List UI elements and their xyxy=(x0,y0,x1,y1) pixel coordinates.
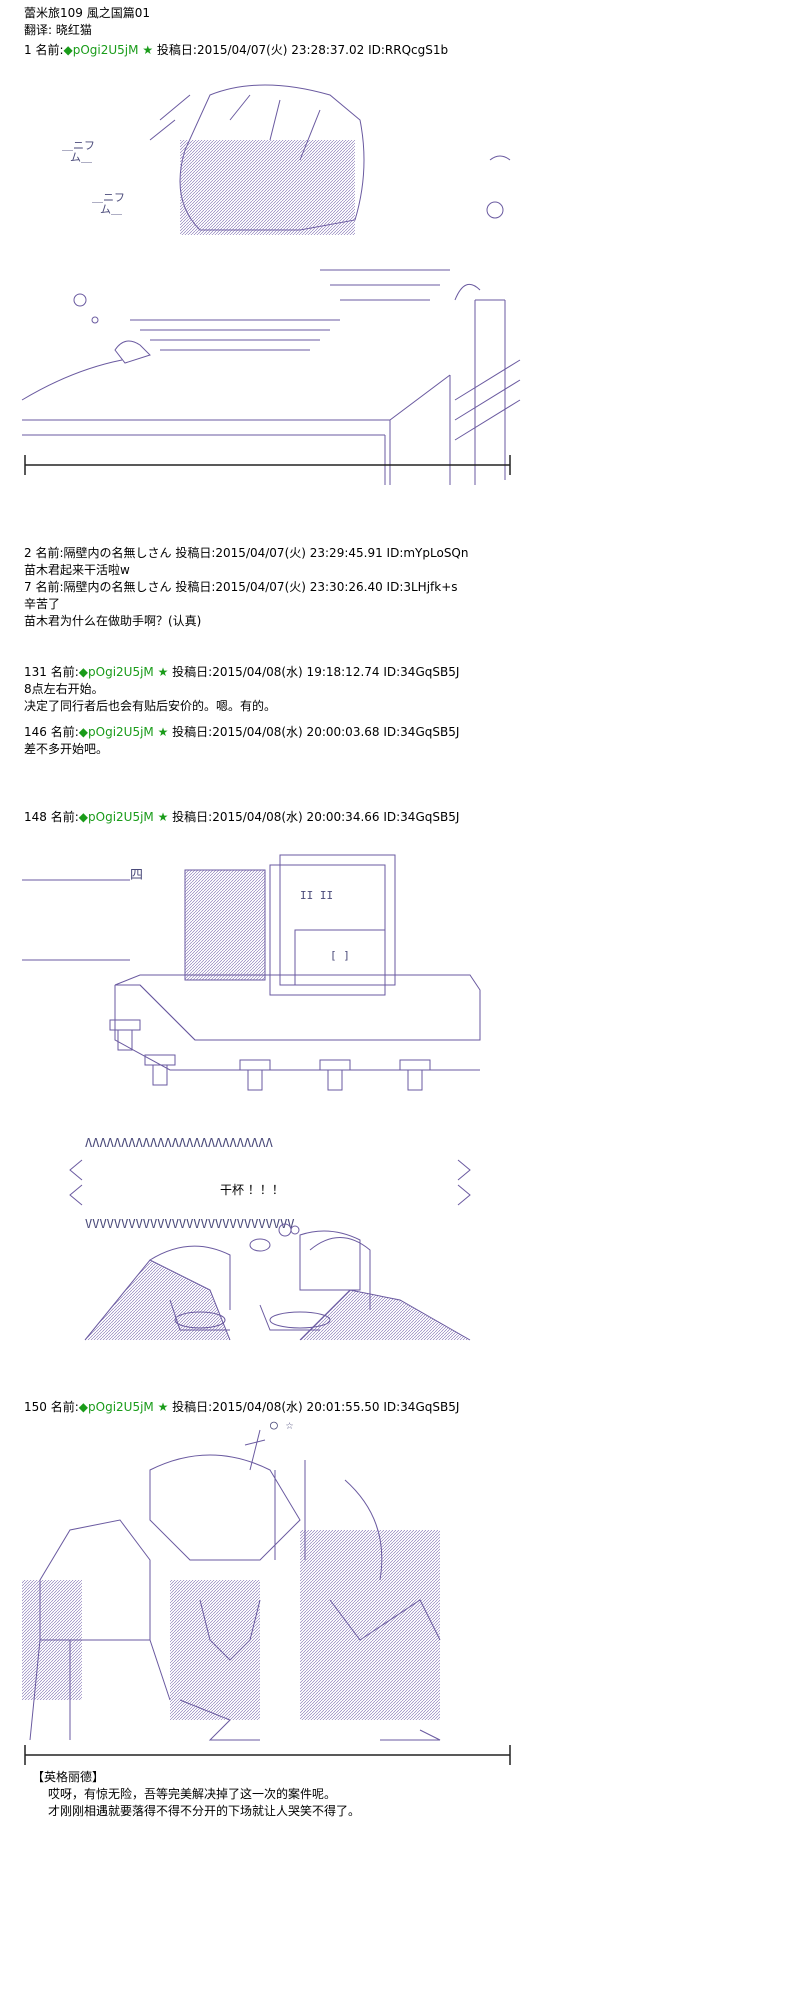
post-header: 7 名前:隔壁内の名無しさん 投稿日:2015/04/07(火) 23:30:2… xyxy=(24,580,458,595)
star-icon: ○ ☆ xyxy=(270,1418,294,1433)
ascii-text-fragment: ＿ニフ xyxy=(92,191,125,204)
poster-name[interactable]: ◆pOgi2U5jM ★ xyxy=(78,665,169,679)
poster-name[interactable]: ◆pOgi2U5jM ★ xyxy=(78,1400,169,1414)
post-number: 2 xyxy=(24,546,32,560)
translator-credit: 翻译: 晓红猫 xyxy=(24,23,92,37)
post-body-line: 苗木君为什么在做助手啊？(认真) xyxy=(24,614,202,628)
post-number: 150 xyxy=(24,1400,47,1414)
post-label: 名前: xyxy=(50,725,79,739)
post-meta: 投稿日:2015/04/07(火) 23:30:26.40 ID:3LHjfk+… xyxy=(175,580,458,594)
poster-name[interactable]: 隔壁内の名無しさん xyxy=(63,580,172,594)
page-title: 蕾米旅109 風之国篇01 xyxy=(24,6,150,20)
ascii-text-fragment: 四 xyxy=(130,868,144,883)
post-number: 131 xyxy=(24,665,47,679)
post-number: 1 xyxy=(24,43,32,57)
post-body-line: 8点左右开始。 xyxy=(24,682,104,696)
post-label: 名前: xyxy=(50,810,79,824)
post-header: 148 名前:◆pOgi2U5jM ★ 投稿日:2015/04/08(水) 20… xyxy=(24,810,459,825)
ascii-text-fragment: [ ] xyxy=(330,949,350,962)
post-label: 名前: xyxy=(50,665,79,679)
post-body-line: 决定了同行者后也会有贴后安价的。嗯。有的。 xyxy=(24,699,277,713)
caption-line: 哎呀，有惊无险，吾等完美解决掉了这一次的案件呢。 xyxy=(48,1787,337,1801)
post-number: 7 xyxy=(24,580,32,594)
post-header: 131 名前:◆pOgi2U5jM ★ 投稿日:2015/04/08(水) 19… xyxy=(24,665,459,680)
post-number: 148 xyxy=(24,810,47,824)
post-header: 150 名前:◆pOgi2U5jM ★ 投稿日:2015/04/08(水) 20… xyxy=(24,1400,459,1415)
post-meta: 投稿日:2015/04/08(水) 20:00:34.66 ID:34GqSB5… xyxy=(172,810,460,824)
poster-name[interactable]: ◆pOgi2U5jM ★ xyxy=(78,810,169,824)
post-body-line: 苗木君起来干活啦w xyxy=(24,563,130,577)
post-meta: 投稿日:2015/04/08(水) 19:18:12.74 ID:34GqSB5… xyxy=(172,665,460,679)
poster-name[interactable]: ◆pOgi2U5jM ★ xyxy=(78,725,169,739)
post-header: 2 名前:隔壁内の名無しさん 投稿日:2015/04/07(火) 23:29:4… xyxy=(24,546,468,561)
post-meta: 投稿日:2015/04/08(水) 20:00:03.68 ID:34GqSB5… xyxy=(172,725,460,739)
toast-text: 干杯 ！！！ xyxy=(220,1183,284,1197)
caption-speaker: 【英格丽德】 xyxy=(32,1770,105,1784)
post-header: 146 名前:◆pOgi2U5jM ★ 投稿日:2015/04/08(水) 20… xyxy=(24,725,459,740)
poster-name[interactable]: ◆pOgi2U5jM ★ xyxy=(63,43,154,57)
post-meta: 投稿日:2015/04/07(火) 23:29:45.91 ID:mYpLoSQ… xyxy=(175,546,469,560)
ascii-text-fragment: ＿ニフ xyxy=(62,139,95,152)
post-body-line: 辛苦了 xyxy=(24,597,61,611)
post-label: 名前: xyxy=(50,1400,79,1414)
post-header: 1 名前:◆pOgi2U5jM ★ 投稿日:2015/04/07(火) 23:2… xyxy=(24,43,448,58)
toast-border-bottom: VVVVVVVVVVVVVVVVVVVVVVVVVVVVV xyxy=(85,1217,295,1231)
caption-line: 才刚刚相遇就要落得不得不分开的下场就让人哭笑不得了。 xyxy=(48,1804,361,1818)
post-body-line: 差不多开始吧。 xyxy=(24,742,109,756)
post-label: 名前: xyxy=(35,580,64,594)
post-number: 146 xyxy=(24,725,47,739)
toast-border-top: ΛΛΛΛΛΛΛΛΛΛΛΛΛΛΛΛΛΛΛΛΛΛΛΛΛΛ xyxy=(85,1136,273,1150)
post-meta: 投稿日:2015/04/08(水) 20:01:55.50 ID:34GqSB5… xyxy=(172,1400,460,1414)
poster-name[interactable]: 隔壁内の名無しさん xyxy=(63,546,172,560)
ascii-text-fragment: ム＿ xyxy=(100,203,122,216)
post-label: 名前: xyxy=(35,43,64,57)
ascii-text-fragment: II II xyxy=(300,889,334,902)
post-label: 名前: xyxy=(35,546,64,560)
ascii-text-fragment: ム＿ xyxy=(70,151,92,164)
post-meta: 投稿日:2015/04/07(火) 23:28:37.02 ID:RRQcgS1… xyxy=(156,43,449,57)
